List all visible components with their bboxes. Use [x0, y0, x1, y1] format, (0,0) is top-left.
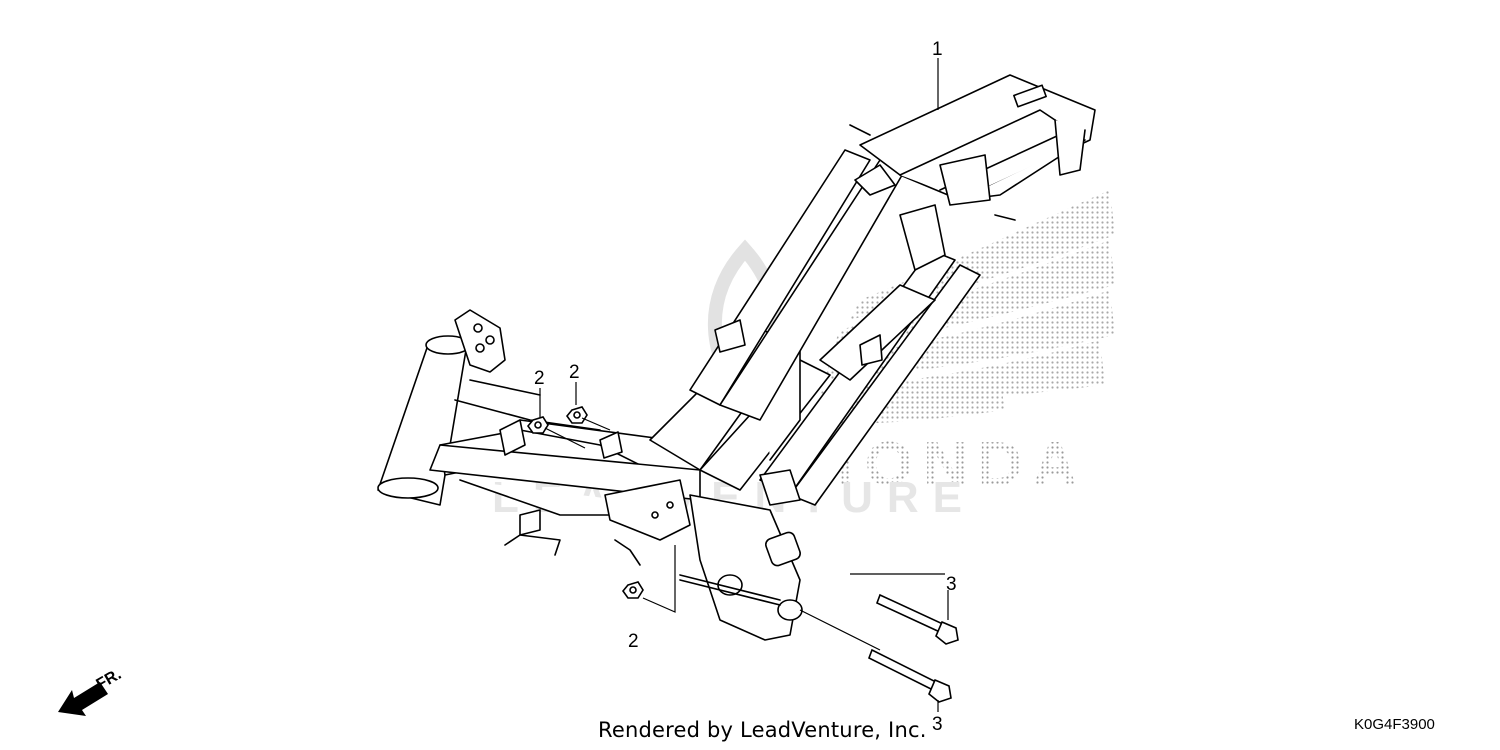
- diagram-code: K0G4F3900: [1354, 716, 1435, 733]
- callout-3a: 3: [946, 574, 957, 595]
- fasteners: [526, 406, 959, 703]
- render-caption: Rendered by LeadVenture, Inc.: [598, 718, 927, 742]
- head-pipe-bottom: [377, 477, 439, 499]
- leader-lines: [539, 58, 949, 712]
- callout-3b: 3: [932, 714, 943, 735]
- callout-1: 1: [932, 39, 943, 60]
- head-gusset: [454, 309, 506, 373]
- callout-2b: 2: [569, 362, 580, 383]
- lower-bracket: [604, 479, 691, 541]
- bolt-3b-head: [928, 678, 952, 703]
- frame-body: [377, 74, 1096, 641]
- bolt-3b-shank: [867, 648, 940, 693]
- bolt-3a-shank: [875, 593, 947, 635]
- callout-2a: 2: [534, 368, 545, 389]
- front-arrow-icon: FR.: [58, 666, 124, 716]
- callout-2c: 2: [628, 631, 639, 652]
- bolt-3a-head: [935, 620, 959, 645]
